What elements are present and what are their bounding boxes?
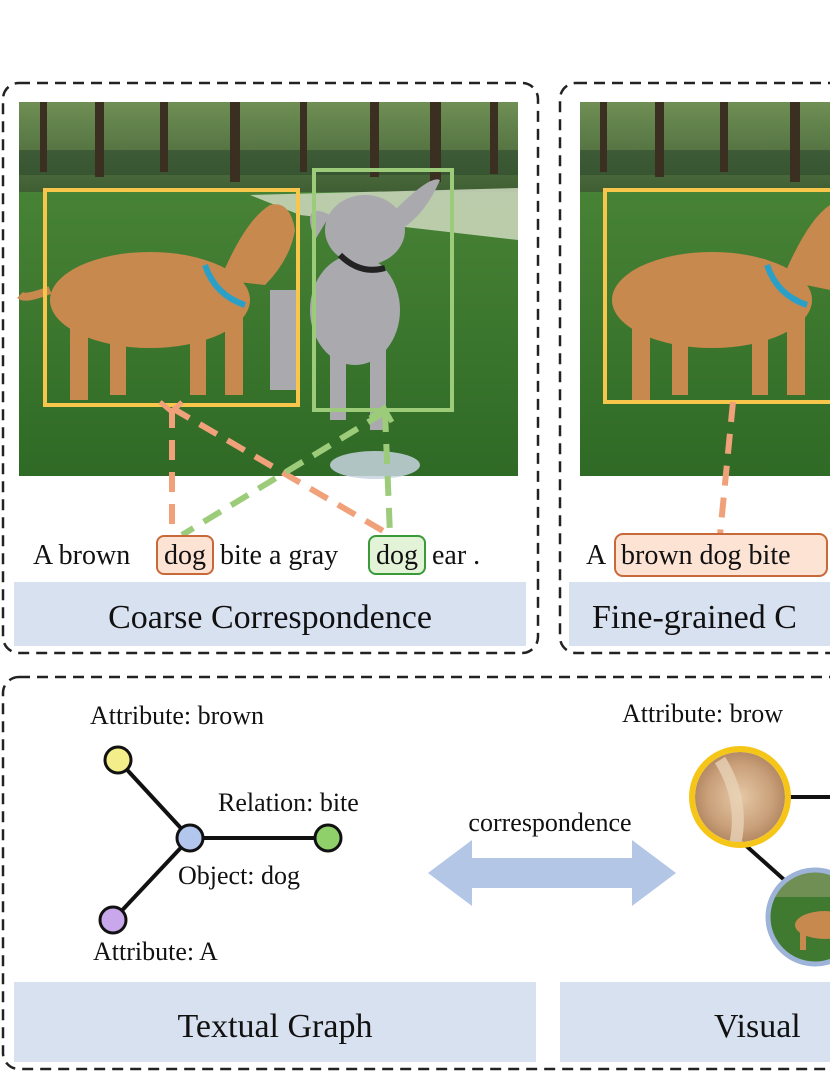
label-object-dog: Object: dog (178, 861, 300, 890)
coarse-photo (17, 102, 518, 479)
label-relation-bite: Relation: bite (218, 788, 359, 817)
fine-sentence-prefix: A (586, 540, 607, 571)
node-object-dog (175, 823, 205, 853)
textual-graph-caption: Textual Graph (178, 1008, 373, 1045)
label-attribute-brown: Attribute: brown (90, 701, 264, 730)
fine-correspondence-line (717, 401, 736, 536)
textual-graph-edges (111, 758, 328, 922)
fine-token-box (614, 533, 828, 577)
coarse-token-box-green (368, 535, 426, 575)
node-attribute-a (98, 905, 128, 935)
attribute-patch (689, 746, 791, 848)
node-relation-bite (313, 823, 343, 853)
graph-panel-frame (1, 675, 830, 1071)
visual-edge-2 (741, 841, 792, 887)
coarse-caption: Coarse Correspondence (108, 599, 432, 636)
coarse-correspondence-lines (169, 405, 393, 538)
visual-graph-caption-bar (560, 982, 830, 1062)
coarse-panel-frame (1, 81, 540, 655)
coarse-token-dog-green: dog (376, 540, 418, 571)
node-attribute-brown (103, 745, 133, 775)
gray-dog-shape (270, 179, 440, 430)
visual-graph-caption: Visual (714, 1008, 801, 1045)
coarse-sentence-part-2: bite a gray (220, 540, 338, 571)
orange-box-brown-dog (43, 188, 300, 407)
coarse-token-box-orange (156, 535, 214, 575)
coarse-sentence-part-3: ear . (432, 540, 480, 571)
correspondence-label: correspondence (468, 808, 631, 837)
fine-panel-frame (558, 81, 830, 655)
object-patch (765, 867, 830, 967)
visual-label-attribute: Attribute: brow (622, 699, 783, 728)
fine-caption: Fine-grained C (592, 599, 797, 636)
fine-photo (580, 102, 830, 476)
coarse-token-dog-orange: dog (164, 540, 206, 571)
coarse-sentence-part-1: A brown (33, 540, 130, 571)
correspondence-arrow (428, 840, 676, 906)
brown-dog-shape (17, 204, 295, 400)
coarse-caption-bar (14, 582, 526, 646)
fine-token-phrase: brown dog bite (621, 540, 791, 571)
textual-graph-caption-bar (14, 982, 536, 1062)
fine-caption-bar (569, 582, 830, 646)
label-attribute-a: Attribute: A (93, 937, 218, 966)
